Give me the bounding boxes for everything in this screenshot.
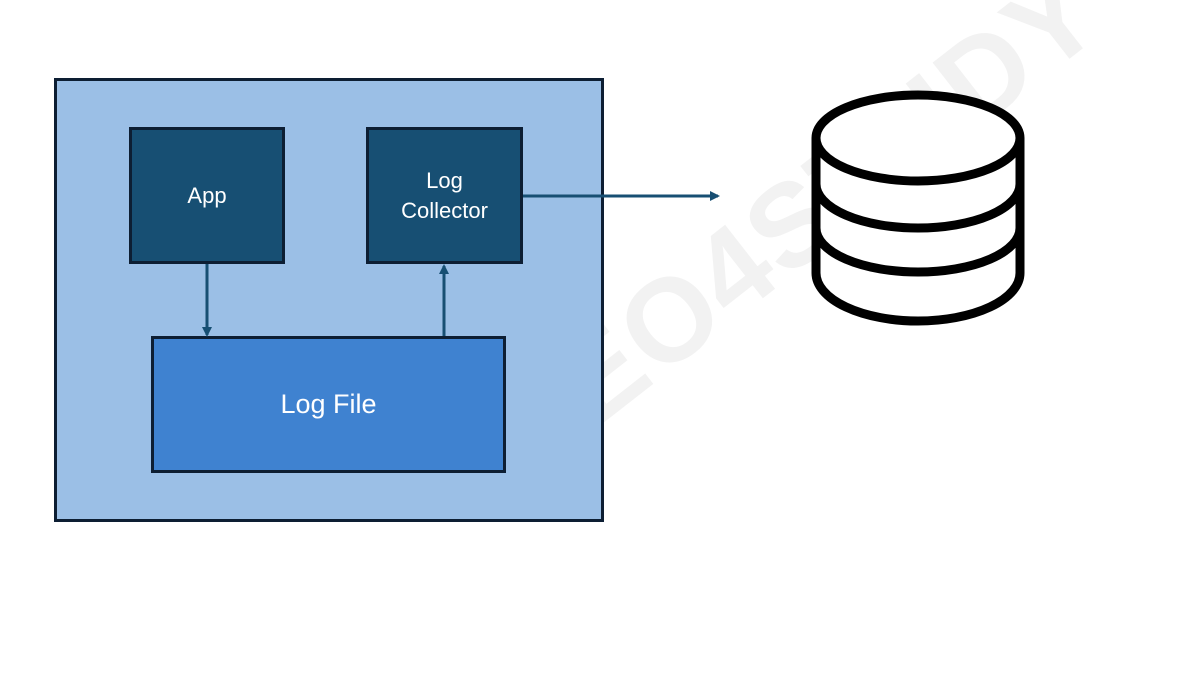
log-file-label: Log File [280,389,377,420]
log-file-node: Log File [151,336,506,473]
log-collector-label-line1: Log [426,167,463,193]
log-collector-label-line2: Collector [401,197,488,223]
database-icon [811,90,1025,326]
log-collector-node: Log Collector [366,127,523,264]
app-node-label: App [187,182,227,208]
app-node: App [129,127,285,264]
